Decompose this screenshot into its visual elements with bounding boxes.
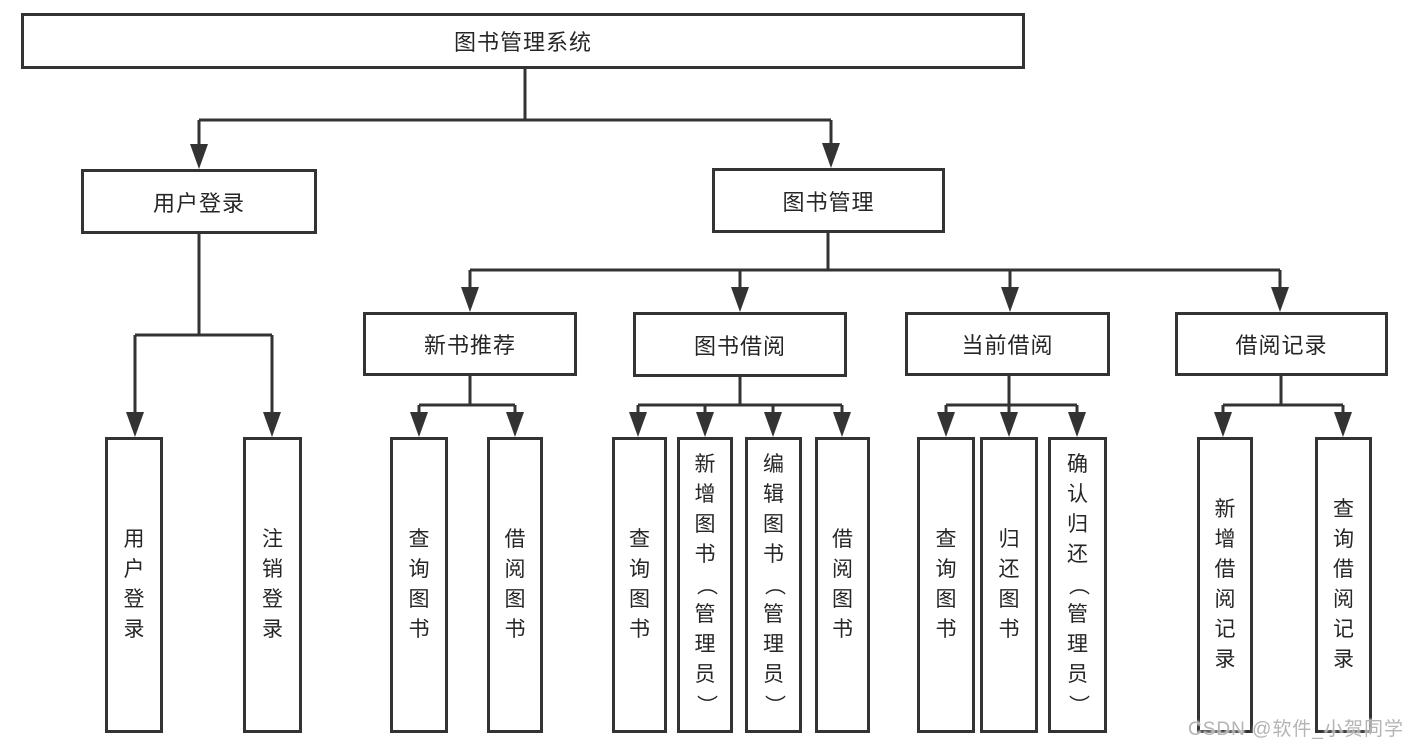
node-leaf-bw-borrow-books-label: 借阅图书 [832,528,853,641]
node-borrow-records-label: 借阅记录 [1235,333,1328,358]
arrowhead-icon [629,412,647,437]
node-leaf-bw-borrow-books: 借阅图书 [815,437,870,733]
node-leaf-bw-edit-books: 编辑图书（管理员） [745,437,802,733]
node-leaf-cur-query-books: 查询图书 [917,437,975,733]
arrowhead-icon [506,412,524,437]
arrowhead-icon [1271,287,1289,312]
arrowhead-icon [1334,412,1352,437]
arrowhead-icon [937,412,955,437]
arrowhead-icon [1001,287,1019,312]
node-new-book-rec-label: 新书推荐 [423,333,516,358]
node-leaf-rec-query-record: 查询借阅记录 [1315,437,1372,733]
arrowhead-icon [731,287,749,312]
node-current-borrow-label: 当前借阅 [961,333,1054,358]
node-leaf-bw-add-books-label: 新增图书（管理员） [694,453,717,716]
arrowhead-icon [822,143,840,168]
node-root-label: 图书管理系统 [453,30,592,55]
node-borrow-records: 借阅记录 [1175,312,1388,376]
node-book-mgmt-branch-label: 图书管理 [782,189,875,215]
node-leaf-nb-borrow-books-label: 借阅图书 [504,528,526,641]
node-user-login-branch-label: 用户登录 [152,190,245,216]
node-leaf-bw-query-books: 查询图书 [612,437,667,733]
arrowhead-icon [833,412,851,437]
arrowhead-icon [696,412,714,437]
watermark: CSDN @软件_小贺同学 [1188,719,1404,740]
arrowhead-icon [1000,412,1018,437]
node-leaf-logout: 注销登录 [243,437,302,733]
arrowhead-icon [1068,412,1086,437]
connector-path [133,68,1345,414]
node-book-mgmt-branch: 图书管理 [712,168,945,233]
arrowhead-icon [1214,412,1232,437]
arrowhead-icon [410,412,428,437]
node-current-borrow: 当前借阅 [905,312,1110,376]
node-user-login-branch: 用户登录 [81,169,317,234]
node-leaf-cur-query-books-label: 查询图书 [935,528,957,641]
node-leaf-bw-query-books-label: 查询图书 [629,528,650,641]
node-leaf-logout-label: 注销登录 [262,528,283,641]
node-leaf-rec-add-record: 新增借阅记录 [1197,437,1253,733]
node-book-borrow-label: 图书借阅 [693,333,786,359]
node-root: 图书管理系统 [21,13,1025,69]
node-leaf-rec-query-record-label: 查询借阅记录 [1333,498,1354,671]
node-leaf-bw-add-books: 新增图书（管理员） [677,437,733,733]
node-book-borrow: 图书借阅 [633,312,847,377]
node-leaf-cur-return-books: 归还图书 [980,437,1038,733]
node-leaf-rec-add-record-label: 新增借阅记录 [1214,498,1236,671]
node-leaf-bw-edit-books-label: 编辑图书（管理员） [762,453,786,716]
node-leaf-user-login: 用户登录 [105,437,163,733]
node-new-book-rec: 新书推荐 [363,312,577,376]
arrowhead-icon [461,287,479,312]
arrowhead-icon [190,144,208,169]
node-leaf-cur-confirm-return-label: 确认归还（管理员） [1066,453,1090,716]
node-leaf-cur-return-books-label: 归还图书 [998,528,1020,641]
arrowhead-icon [126,412,144,437]
node-leaf-user-login-label: 用户登录 [123,528,145,641]
node-leaf-cur-confirm-return: 确认归还（管理员） [1048,437,1107,733]
arrowhead-icon [764,412,782,437]
node-leaf-nb-borrow-books: 借阅图书 [487,437,543,733]
node-leaf-nb-query-books: 查询图书 [390,437,448,733]
node-leaf-nb-query-books-label: 查询图书 [408,528,430,641]
arrowhead-icon [263,412,281,437]
